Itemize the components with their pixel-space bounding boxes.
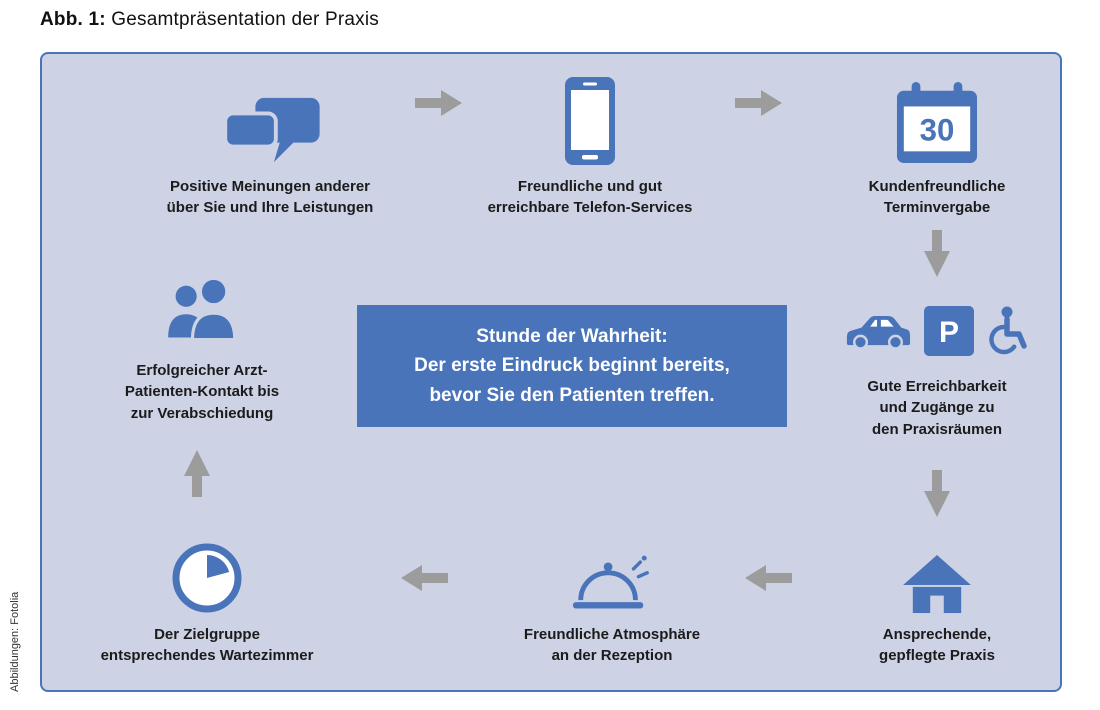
diagram-panel: Positive Meinungen anderer über Sie und … xyxy=(40,52,1062,692)
arrow-down-icon xyxy=(924,230,950,277)
node-rezeption: Freundliche Atmosphäre an der Rezeption xyxy=(462,528,762,667)
reception-bell-icon xyxy=(569,555,655,614)
smartphone-icon xyxy=(564,76,616,166)
node-terminvergabe: 30 Kundenfreundliche Terminvergabe xyxy=(787,70,1087,219)
wheelchair-icon xyxy=(986,306,1031,357)
figure-label: Abb. 1: xyxy=(40,9,106,30)
node-positive-meinungen: Positive Meinungen anderer über Sie und … xyxy=(112,70,428,219)
center-statement-box: Stunde der Wahrheit: Der erste Eindruck … xyxy=(357,305,787,427)
node-label: Ansprechende, gepflegte Praxis xyxy=(879,626,995,665)
node-label: Freundliche Atmosphäre an der Rezeption xyxy=(523,626,701,665)
arrow-left-icon xyxy=(745,565,792,591)
node-label: Freundliche und gut erreichbare Telefon-… xyxy=(487,178,693,217)
node-label: Gute Erreichbarkeit und Zugänge zu den P… xyxy=(867,378,1007,438)
arrow-left-icon xyxy=(401,565,448,591)
calendar-day-text: 30 xyxy=(920,113,955,148)
clock-icon xyxy=(171,542,243,614)
speech-bubbles-icon xyxy=(217,94,323,166)
figure-title: Gesamtpräsentation der Praxis xyxy=(111,9,379,30)
arrow-down-icon xyxy=(924,470,950,517)
node-label: Erfolgreicher Arzt- Patienten-Kontakt bi… xyxy=(124,362,280,422)
node-label: Der Zielgruppe entsprechendes Wartezimme… xyxy=(100,626,314,665)
parking-sign-icon: P xyxy=(923,306,974,356)
parking-letter-text: P xyxy=(938,316,958,349)
node-arzt-patienten-kontakt: Erfolgreicher Arzt- Patienten-Kontakt bi… xyxy=(72,259,332,424)
people-icon xyxy=(165,276,239,344)
image-credit: Abbildungen: Fotolia xyxy=(9,591,21,692)
node-gepflegte-praxis: Ansprechende, gepflegte Praxis xyxy=(807,536,1067,667)
arrow-up-icon xyxy=(184,450,210,497)
arrow-right-icon xyxy=(735,90,782,116)
node-telefon-services: Freundliche und gut erreichbare Telefon-… xyxy=(440,70,740,219)
node-label: Kundenfreundliche Terminvergabe xyxy=(868,178,1006,217)
node-erreichbarkeit: P Gute Erreichbarkeit und Zugänge zu den… xyxy=(832,300,1042,440)
node-label: Positive Meinungen anderer über Sie und … xyxy=(166,178,374,217)
node-wartezimmer: Der Zielgruppe entsprechendes Wartezimme… xyxy=(67,532,347,667)
arrow-right-icon xyxy=(415,90,462,116)
calendar-icon: 30 xyxy=(896,82,978,166)
car-icon xyxy=(844,312,912,351)
figure-caption: Abb. 1: Gesamtpräsentation der Praxis xyxy=(40,9,379,31)
house-icon xyxy=(902,554,972,614)
